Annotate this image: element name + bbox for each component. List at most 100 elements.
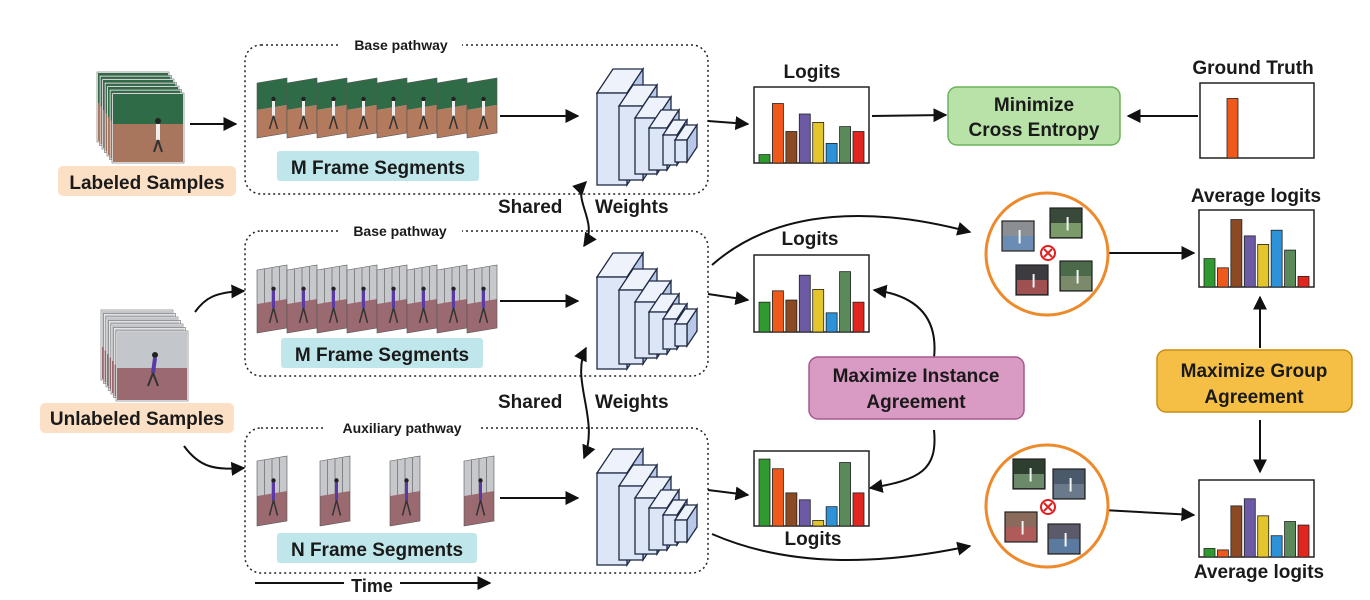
logits-chart-mid xyxy=(753,254,870,333)
bar-chart-icon xyxy=(758,458,865,527)
bar xyxy=(1297,275,1310,288)
cnn-stack-icon xyxy=(595,446,699,568)
bar xyxy=(785,492,798,527)
bar xyxy=(812,288,825,333)
average-logits-title-top: Average logits xyxy=(1191,186,1321,207)
bar xyxy=(1284,249,1296,288)
bar-chart-icon xyxy=(1203,498,1310,558)
group-agreement-line1: Maximize Group xyxy=(1181,361,1328,382)
bar xyxy=(1217,549,1229,558)
logits-title-mid: Logits xyxy=(782,229,839,250)
cross-entropy-line2: Cross Entropy xyxy=(969,120,1100,141)
instance-agreement-box xyxy=(808,356,1025,420)
bar xyxy=(852,301,865,333)
base-pathway-box-mid xyxy=(244,230,709,377)
bar xyxy=(839,271,851,333)
bar xyxy=(798,274,811,333)
bar xyxy=(1203,548,1216,558)
segment-badge-mid xyxy=(281,338,483,368)
bar xyxy=(1203,258,1216,288)
bar-chart-icon xyxy=(758,271,865,333)
unlabeled-samples-badge xyxy=(40,403,234,433)
bar xyxy=(1270,229,1283,288)
labeled-samples-label: Labeled Samples xyxy=(69,173,224,194)
bar xyxy=(798,113,811,164)
bar-chart-icon xyxy=(1203,219,1310,288)
shared-label-a: Shared xyxy=(498,197,562,218)
shared-weights-arrow-a xyxy=(572,181,597,248)
bar xyxy=(785,299,798,333)
average-logits-title-bot: Average logits xyxy=(1194,562,1324,583)
bar xyxy=(1243,498,1256,558)
time-label: Time xyxy=(351,576,393,596)
bar xyxy=(1243,235,1256,288)
labeled-samples-badge xyxy=(58,166,236,196)
weights-label-b: Weights xyxy=(595,392,669,413)
frame-strip-bot xyxy=(256,455,495,527)
bar xyxy=(758,458,771,527)
ground-truth-title: Ground Truth xyxy=(1192,58,1313,79)
logits-chart-top xyxy=(753,86,870,164)
frame-strip-mid xyxy=(256,264,498,334)
segment-label-top: M Frame Segments xyxy=(291,158,465,179)
bar xyxy=(1217,267,1229,288)
bar xyxy=(1230,219,1243,288)
instance-agreement-line1: Maximize Instance xyxy=(833,366,1000,387)
labeled-sample-stack xyxy=(96,71,185,164)
average-logits-chart-bot xyxy=(1198,479,1315,558)
cnn-stack-icon xyxy=(595,250,699,372)
average-logits-chart-top xyxy=(1198,209,1315,288)
instance-agreement-line2: Agreement xyxy=(866,392,966,413)
unlabeled-samples-label: Unlabeled Samples xyxy=(50,409,224,430)
auxiliary-pathway-title: Auxiliary pathway xyxy=(342,420,461,436)
bar xyxy=(1297,524,1310,558)
group-circle-top xyxy=(984,191,1110,317)
bar xyxy=(772,290,784,333)
bar-chart-icon xyxy=(758,103,865,164)
bar xyxy=(1230,505,1243,558)
shared-weights-arrow-b xyxy=(574,346,596,460)
bar xyxy=(1226,98,1239,159)
bar xyxy=(758,301,771,333)
cross-circle-icon xyxy=(1040,245,1056,261)
logits-title-bot: Logits xyxy=(785,529,842,550)
segment-label-bot: N Frame Segments xyxy=(291,540,463,561)
ground-truth-chart xyxy=(1199,82,1315,159)
bar xyxy=(812,520,825,527)
bar xyxy=(812,122,825,164)
group-circle-bot xyxy=(984,443,1110,569)
group-agreement-line2: Agreement xyxy=(1204,387,1304,408)
bar xyxy=(825,312,838,333)
logits-title-top: Logits xyxy=(784,62,841,83)
bar xyxy=(785,131,798,164)
bar-chart-icon xyxy=(1226,98,1239,159)
cross-circle-icon xyxy=(1040,499,1056,515)
segment-badge-bot xyxy=(277,533,477,563)
bar xyxy=(839,462,851,527)
bar xyxy=(1257,243,1270,288)
cnn-stack-icon xyxy=(595,66,699,188)
bar xyxy=(825,506,838,527)
bar xyxy=(852,131,865,164)
segment-label-mid: M Frame Segments xyxy=(295,345,469,366)
bar xyxy=(825,142,838,164)
bar xyxy=(839,126,851,164)
shared-label-b: Shared xyxy=(498,392,562,413)
base-pathway-box-top xyxy=(244,44,709,195)
bar xyxy=(758,154,771,164)
segment-badge-top xyxy=(277,151,479,181)
bar xyxy=(772,468,784,527)
frame-strip-top xyxy=(256,77,498,139)
base-pathway-title-mid: Base pathway xyxy=(353,223,447,239)
weights-label-a: Weights xyxy=(595,197,669,218)
bar xyxy=(1257,515,1270,558)
cross-entropy-box xyxy=(947,86,1121,146)
cross-entropy-line1: Minimize xyxy=(994,95,1074,116)
group-agreement-box xyxy=(1156,349,1353,413)
logits-chart-bot xyxy=(753,450,870,527)
bar xyxy=(772,103,784,164)
bar xyxy=(852,492,865,527)
base-pathway-title-top: Base pathway xyxy=(354,37,448,53)
bar xyxy=(798,499,811,527)
